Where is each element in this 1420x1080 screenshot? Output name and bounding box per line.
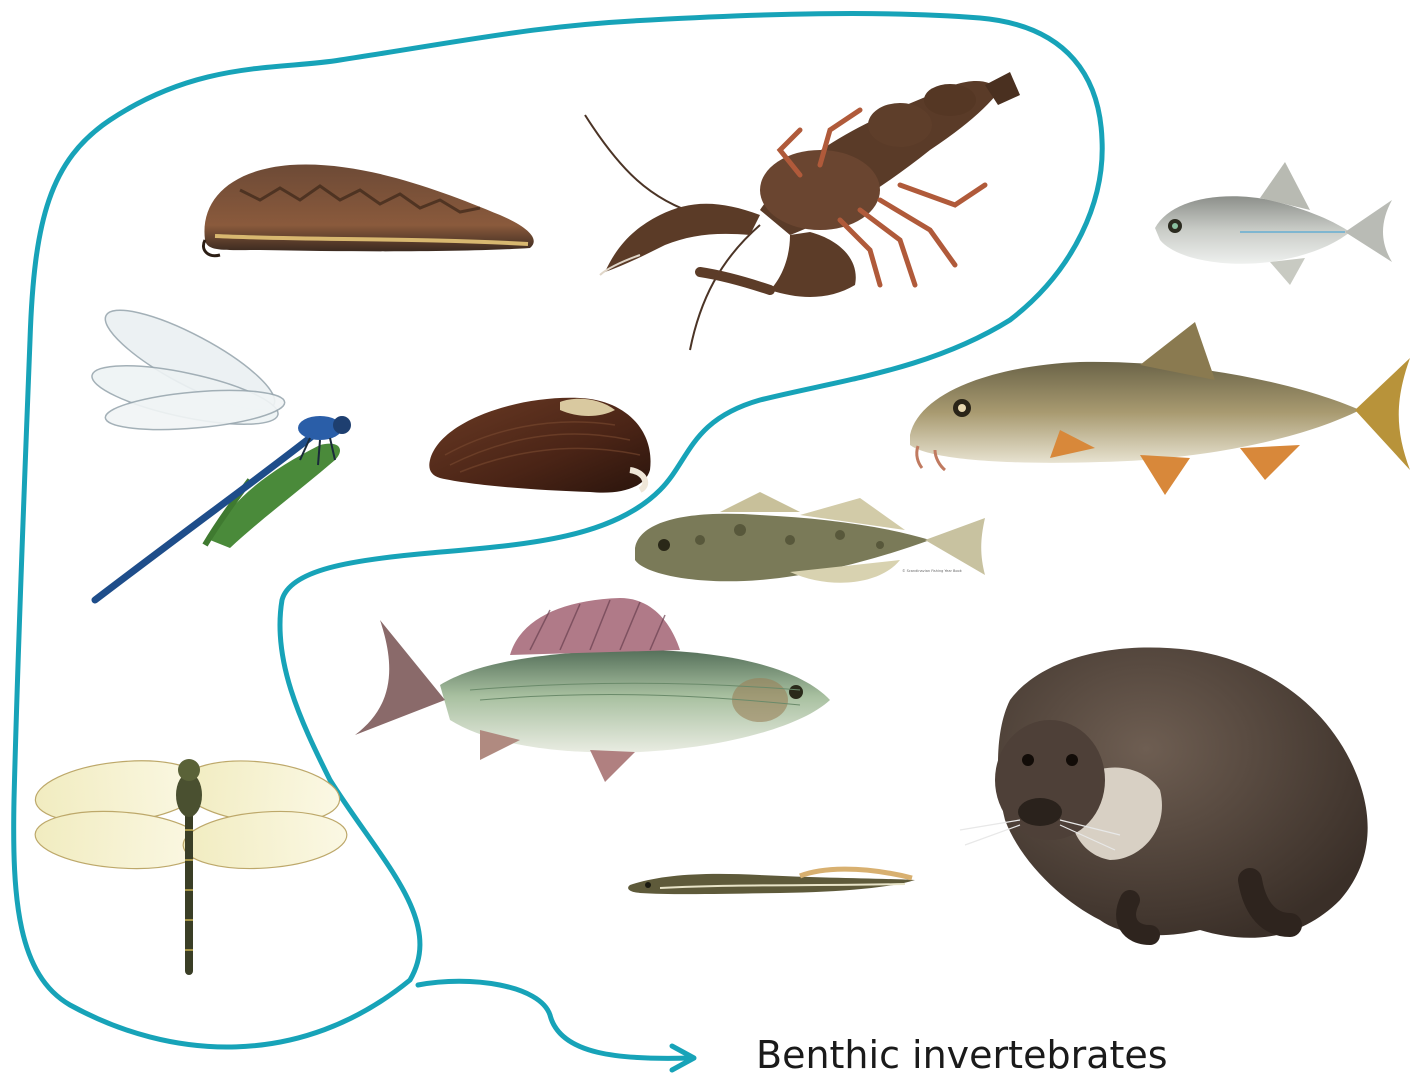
mussel-illustration xyxy=(429,398,650,493)
otter-illustration xyxy=(960,647,1368,937)
bitterling-illustration xyxy=(1155,162,1392,285)
caption-label: Benthic invertebrates xyxy=(756,1033,1168,1077)
benthic-outline xyxy=(14,14,1103,1048)
lamprey-illustration xyxy=(628,869,915,894)
grayling-illustration xyxy=(355,598,830,782)
copyright-note: © Scandinavian Fishing Year Book xyxy=(902,569,963,573)
leech-illustration xyxy=(203,164,533,255)
crayfish-illustration xyxy=(585,72,1020,350)
caption-arrow xyxy=(418,981,690,1058)
dragonfly-illustration xyxy=(32,753,348,975)
barbel-illustration xyxy=(910,322,1410,495)
damselfly-illustration xyxy=(88,293,351,600)
